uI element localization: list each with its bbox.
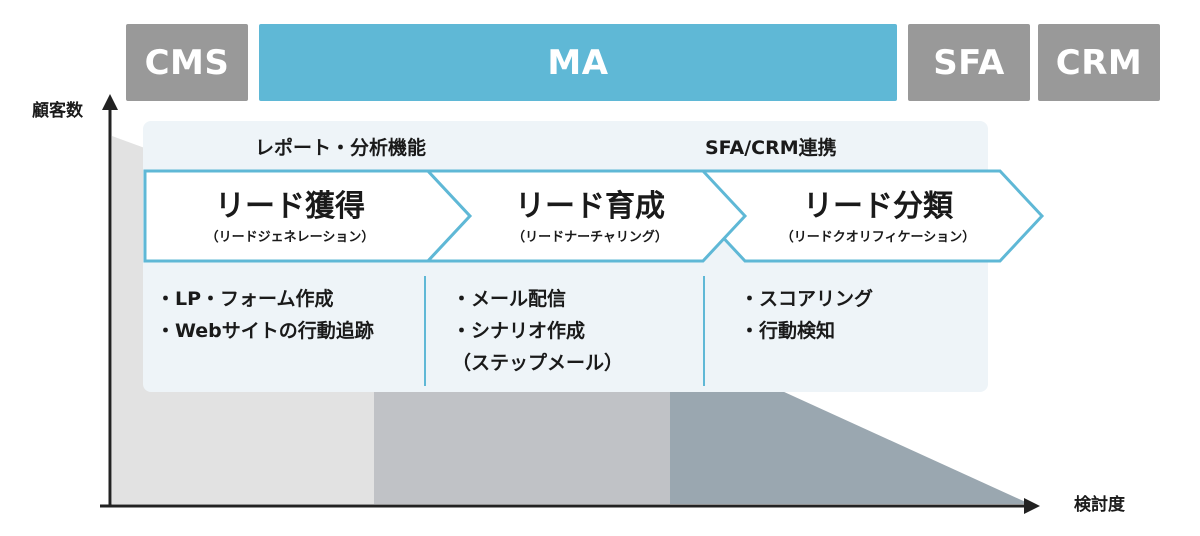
- stage-2-title: リード育成: [515, 189, 665, 224]
- x-axis-arrow: [1024, 498, 1040, 514]
- stage-3-subtitle: （リードクオリフィケーション）: [780, 230, 976, 245]
- tool-crm: CRM: [1038, 24, 1160, 101]
- stage-1-item: ・Webサイトの行動追跡: [156, 320, 374, 342]
- stage-3-title: リード分類: [803, 189, 953, 224]
- x-axis-label: 検討度: [1074, 495, 1125, 515]
- stage-1-subtitle: （リードジェネレーション）: [205, 230, 375, 245]
- tool-sfa: SFA: [908, 24, 1030, 101]
- stage-3-item: ・スコアリング: [740, 288, 874, 310]
- tool-ma-label: MA: [547, 42, 609, 83]
- stage-2-item: ・シナリオ作成: [452, 320, 586, 342]
- y-axis-arrow: [102, 94, 118, 110]
- tool-cms-label: CMS: [144, 42, 230, 83]
- column-divider-2: [703, 276, 705, 386]
- tool-crm-label: CRM: [1055, 42, 1143, 83]
- tool-ma: MA: [259, 24, 897, 101]
- feature-integration: SFA/CRM連携: [705, 137, 837, 159]
- column-divider-1: [424, 276, 426, 386]
- stage-2-item: ・メール配信: [452, 288, 567, 310]
- stage-1-item: ・LP・フォーム作成: [156, 288, 334, 310]
- feature-report: レポート・分析機能: [255, 137, 427, 159]
- stage-2-item: （ステップメール）: [452, 352, 624, 374]
- stage-2-subtitle: （リードナーチャリング）: [512, 230, 668, 245]
- stage-1-title: リード獲得: [215, 189, 365, 224]
- tool-cms: CMS: [126, 24, 248, 101]
- y-axis-label: 顧客数: [32, 101, 83, 121]
- tool-sfa-label: SFA: [933, 42, 1005, 83]
- chevron-stage-2: [424, 169, 748, 263]
- stage-3-item: ・行動検知: [740, 320, 836, 342]
